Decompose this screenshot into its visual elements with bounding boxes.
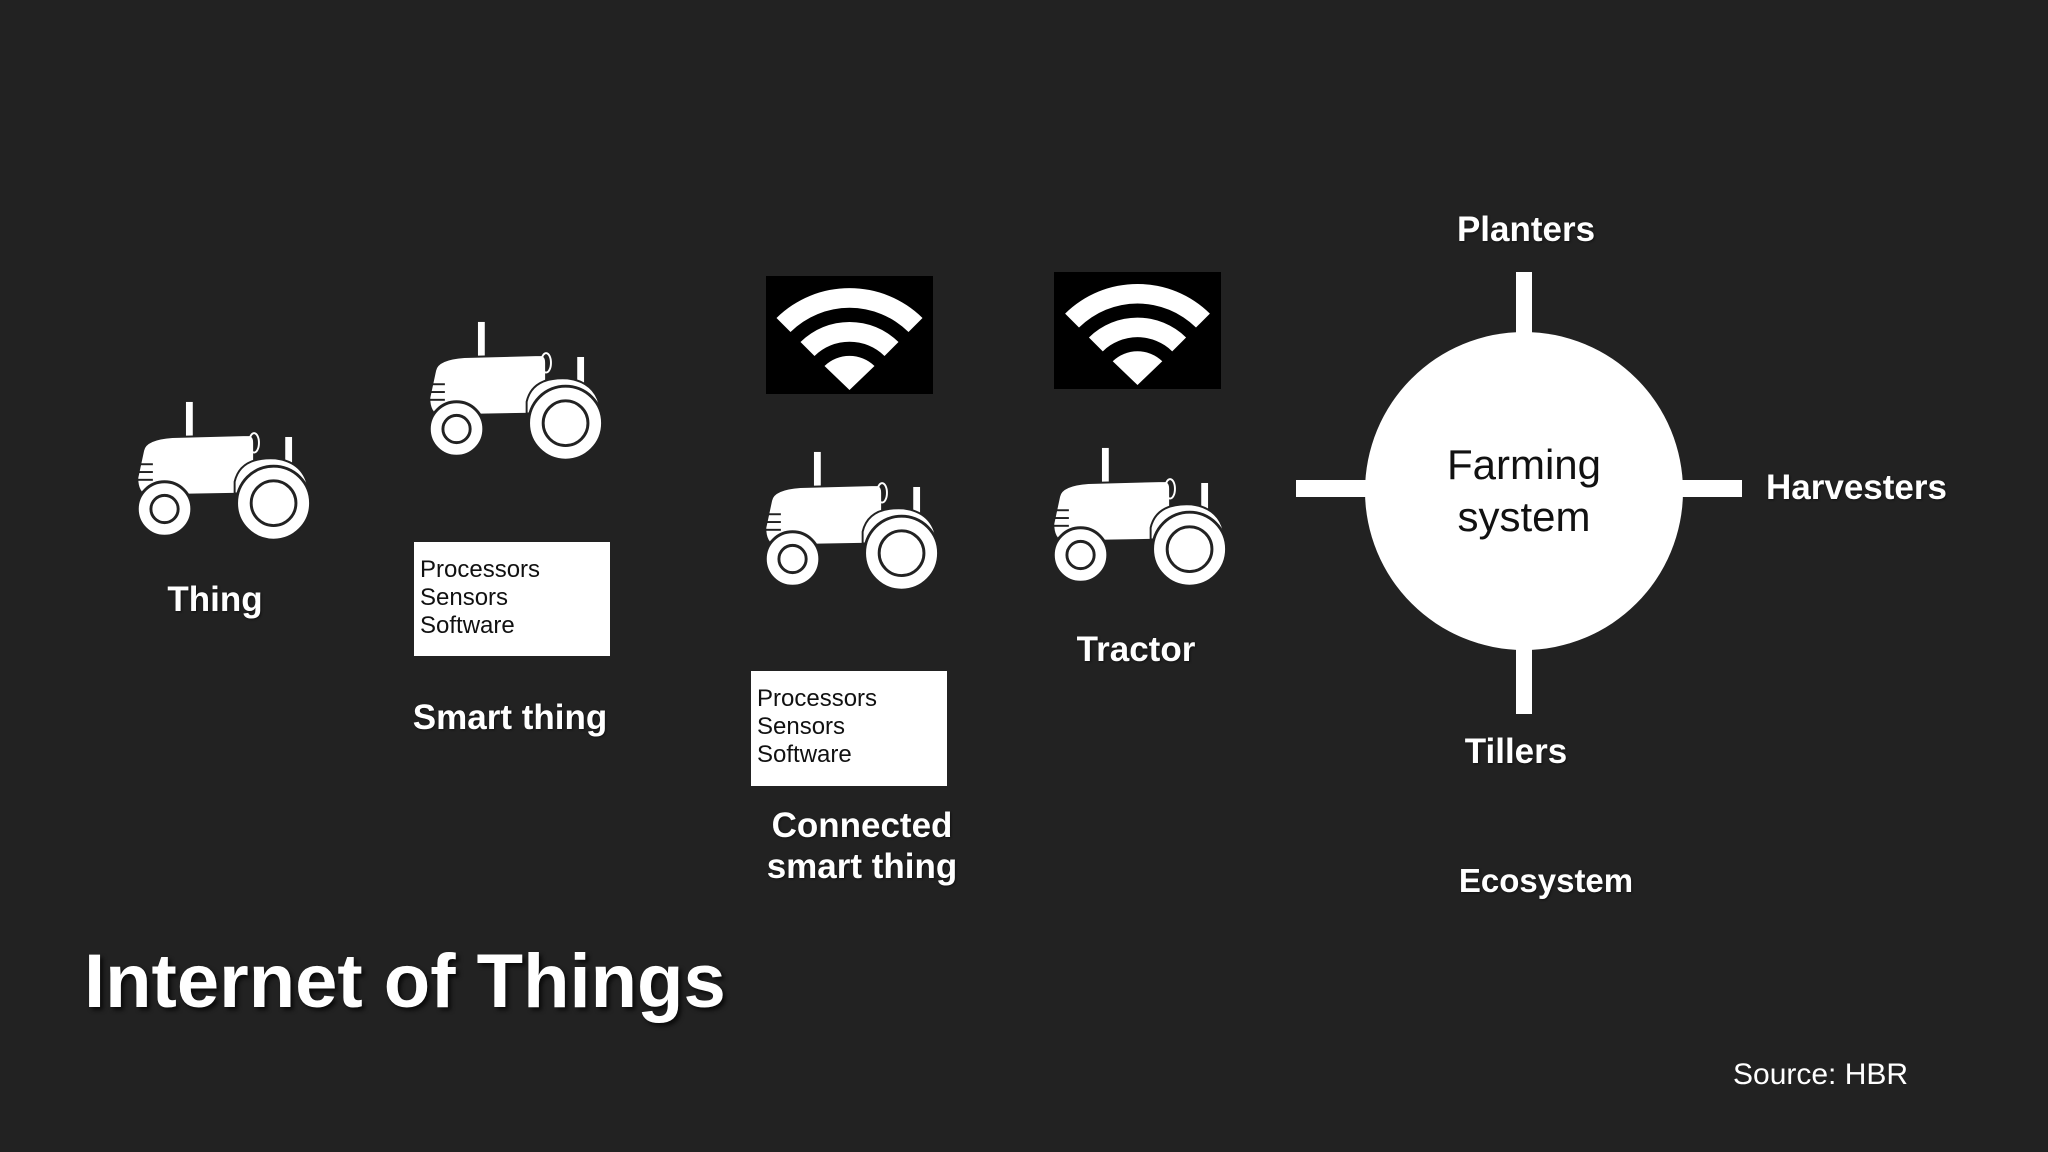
tractor-icon: [763, 450, 941, 592]
component-processors: Processors: [757, 685, 878, 712]
ecosystem-label: Ecosystem: [1458, 862, 1634, 899]
tractor-icon: [135, 400, 313, 542]
connected-smart-thing-label-line2: smart thing: [766, 847, 958, 886]
hub-spoke-bottom: [1516, 646, 1532, 714]
connected-smart-thing-label-line1: Connected: [771, 806, 953, 845]
hub-label-line1: Farming: [1446, 441, 1602, 488]
source-credit: Source: HBR: [1733, 1058, 1909, 1091]
tractor-icon: [1051, 446, 1229, 588]
tractor-label: Tractor: [1076, 630, 1196, 669]
component-software: Software: [420, 612, 515, 639]
hub-spoke-top: [1516, 272, 1532, 336]
smart-thing-components-box: Processors Sensors Software: [414, 542, 610, 656]
smart-thing-label: Smart thing: [412, 698, 608, 737]
wifi-icon: [1054, 272, 1221, 389]
component-software: Software: [757, 741, 852, 768]
connected-smart-thing-label: Connected smart thing: [742, 805, 982, 887]
page-title: Internet of Things: [84, 939, 726, 1024]
spoke-tillers-label: Tillers: [1464, 732, 1568, 771]
connected-smart-thing-components-box: Processors Sensors Software: [751, 671, 947, 786]
thing-label: Thing: [167, 580, 263, 619]
hub-spoke-left: [1296, 480, 1372, 497]
hub-label-line2: system: [1457, 493, 1591, 540]
spoke-planters-label: Planters: [1456, 210, 1596, 249]
spoke-harvesters-label: Harvesters: [1766, 468, 1947, 507]
farming-system-hub: Farming system: [1365, 332, 1683, 650]
hub-spoke-right: [1678, 480, 1742, 497]
wifi-icon: [766, 276, 933, 394]
component-sensors: Sensors: [420, 584, 509, 611]
tractor-icon: [427, 320, 605, 462]
component-processors: Processors: [420, 556, 541, 583]
component-sensors: Sensors: [757, 713, 846, 740]
